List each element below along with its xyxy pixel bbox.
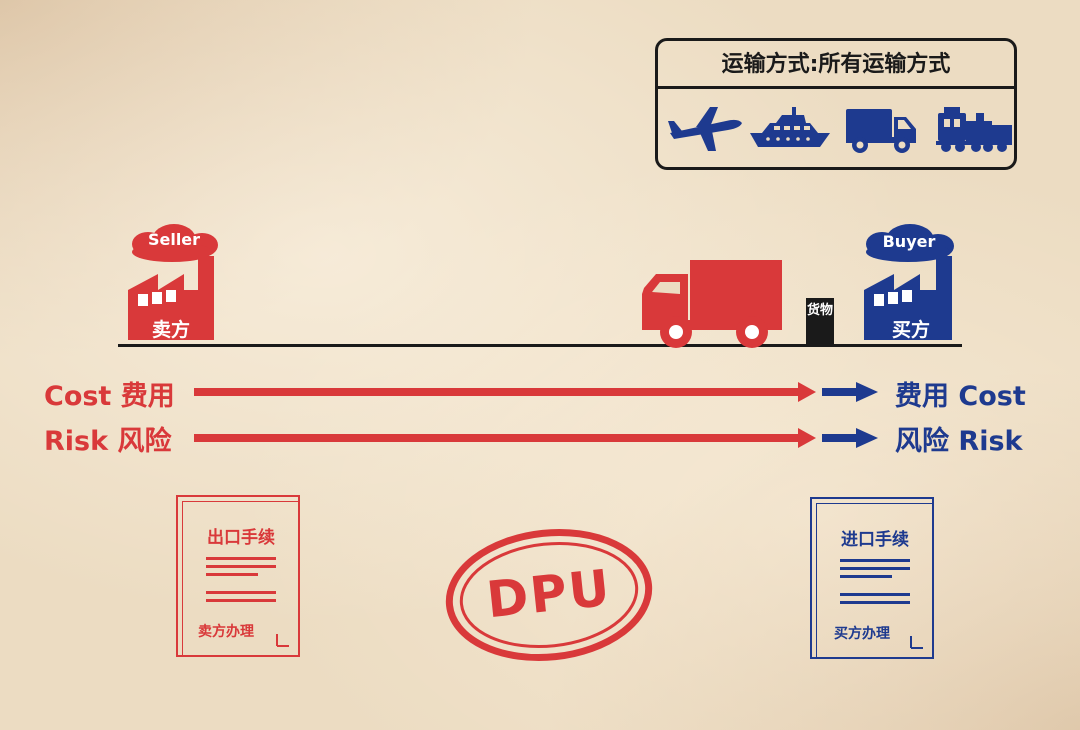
delivery-truck-icon bbox=[642, 260, 782, 348]
cost-right-label: 费用 Cost bbox=[895, 381, 1026, 412]
buyer-factory-label: 买方 bbox=[891, 319, 930, 341]
export-document-footer: 卖方办理 bbox=[198, 624, 254, 640]
import-document-lines bbox=[840, 559, 910, 604]
risk-right-label: 风险 Risk bbox=[895, 426, 1023, 457]
export-document-lines bbox=[206, 557, 276, 602]
buyer-label: Buyer bbox=[882, 232, 936, 251]
risk-arrow bbox=[194, 428, 878, 448]
goods-label: 货物 bbox=[806, 303, 833, 318]
export-document: 出口手续 卖方办理 bbox=[176, 495, 306, 663]
buyer-factory bbox=[864, 224, 954, 340]
truck-icon bbox=[846, 109, 916, 153]
dpu-stamp bbox=[445, 528, 653, 662]
ground-line bbox=[118, 344, 962, 347]
risk-left-label: Risk 风险 bbox=[44, 426, 172, 457]
cost-arrow bbox=[194, 382, 878, 402]
export-document-corner bbox=[276, 634, 289, 647]
plane-icon bbox=[668, 107, 742, 151]
train-icon bbox=[936, 107, 1012, 152]
seller-label: Seller bbox=[147, 230, 201, 249]
cost-left-label: Cost 费用 bbox=[44, 381, 175, 412]
ship-icon bbox=[750, 107, 830, 147]
import-document-corner bbox=[910, 636, 923, 649]
goods-box bbox=[806, 298, 834, 344]
export-document-title: 出口手续 bbox=[207, 528, 275, 548]
import-document-title: 进口手续 bbox=[841, 530, 909, 550]
transport-modes-panel: 运输方式:所有运输方式 bbox=[655, 38, 1017, 170]
import-document-footer: 买方办理 bbox=[834, 626, 890, 642]
seller-factory bbox=[128, 224, 218, 340]
transport-modes-title: 运输方式:所有运输方式 bbox=[658, 41, 1014, 89]
import-document: 进口手续 买方办理 bbox=[810, 497, 940, 665]
seller-factory-label: 卖方 bbox=[151, 319, 190, 341]
